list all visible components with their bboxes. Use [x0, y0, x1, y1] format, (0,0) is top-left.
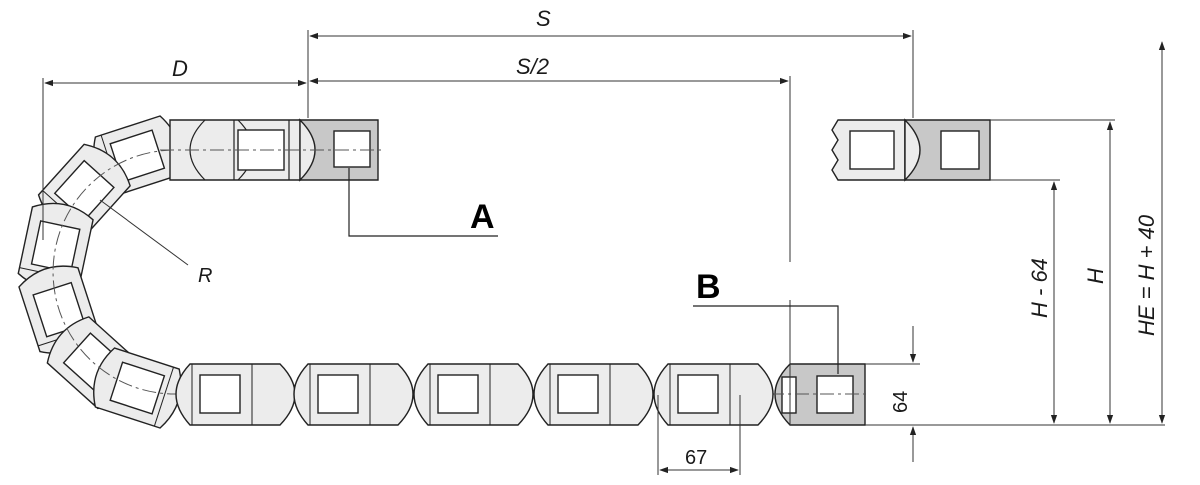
lower-link-window — [557, 374, 599, 414]
dimensions: S S/2 D R A B 64 67 H - 64 — [42, 6, 1166, 475]
chain-links — [17, 115, 182, 429]
lower-link — [175, 363, 296, 426]
a-leader — [348, 168, 498, 237]
curve-centerline — [52, 149, 176, 395]
h-label: H — [1083, 268, 1108, 284]
r-leader — [99, 199, 189, 266]
curved-link-edge — [153, 367, 174, 427]
lower-link-window — [437, 374, 479, 414]
mount-bracket-moving-window — [940, 130, 980, 170]
lower-link-window — [677, 374, 719, 414]
s-half-label: S/2 — [516, 54, 549, 79]
s-label: S — [536, 6, 551, 31]
mount-bracket-a-nose — [299, 118, 316, 182]
moving-end — [831, 118, 991, 182]
a-label: A — [470, 198, 495, 236]
mount-bracket-moving-nose — [904, 118, 921, 182]
r-label: R — [198, 265, 212, 287]
upper-run — [160, 118, 385, 182]
lower-run — [170, 363, 870, 426]
lower-link — [293, 363, 414, 426]
lower-link-window — [199, 374, 241, 414]
lower-link — [533, 363, 654, 426]
lower-link-window — [317, 374, 359, 414]
d-label: D — [172, 56, 188, 81]
b-leader — [693, 305, 839, 374]
moving-end-link-window — [849, 130, 895, 170]
lower-link — [653, 363, 774, 426]
curved-link-window — [30, 220, 81, 274]
mount-bracket-a-window — [333, 130, 371, 168]
he-label: HE = H + 40 — [1134, 214, 1159, 336]
dim-67-label: 67 — [685, 447, 707, 469]
lower-link — [413, 363, 534, 426]
h64-label: H - 64 — [1027, 258, 1052, 318]
b-label: B — [696, 268, 721, 306]
mount-bracket-b-slot — [781, 376, 797, 414]
dim-64-label: 64 — [890, 391, 912, 413]
